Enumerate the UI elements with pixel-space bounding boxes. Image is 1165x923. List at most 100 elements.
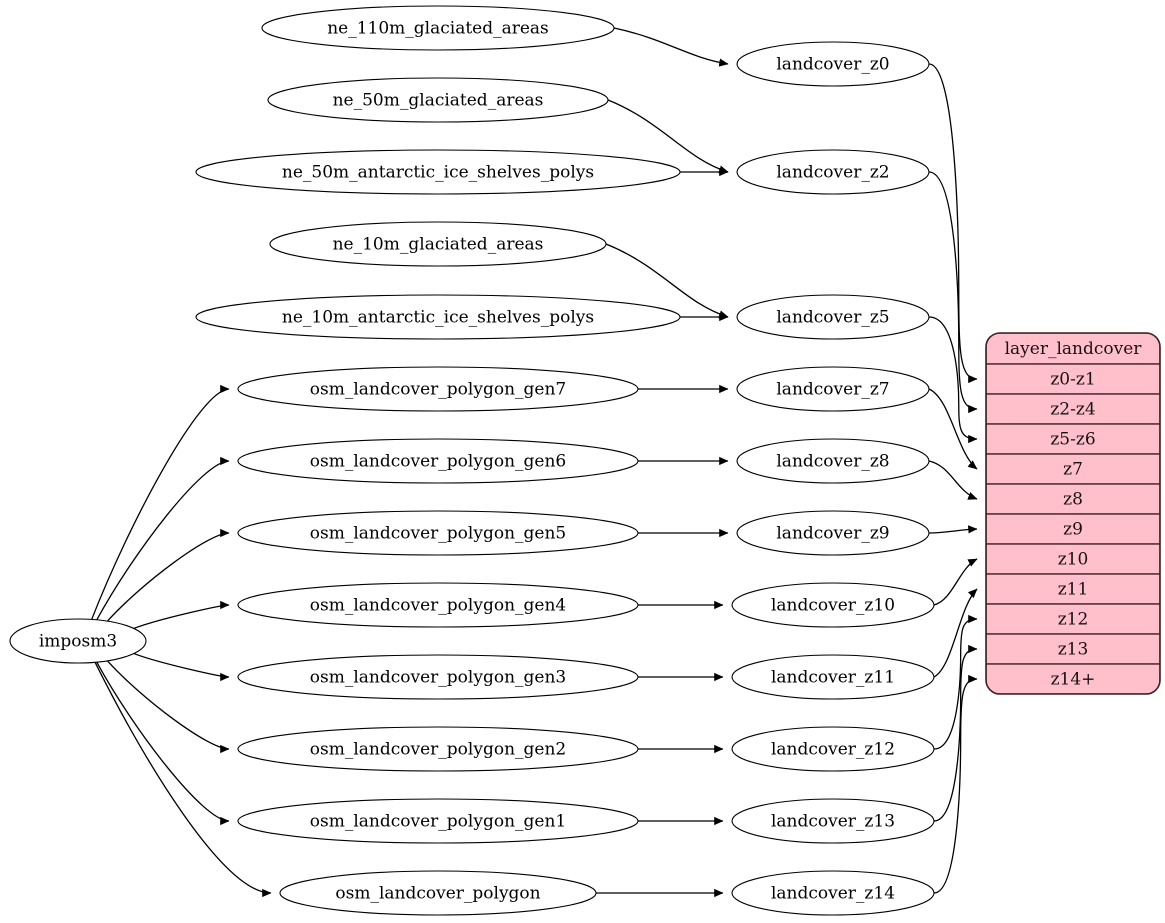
osm-table-ellipse	[237, 510, 639, 556]
node-landcover_z11[interactable]: landcover_z11	[731, 654, 935, 700]
edge-landcover_z9-to-layer_landcover_row_5	[928, 525, 978, 534]
node-osm_landcover_polygon_gen6[interactable]: osm_landcover_polygon_gen6	[237, 438, 639, 484]
table-row-z9[interactable]	[986, 513, 1160, 545]
node-label: landcover_z12	[771, 740, 895, 760]
node-osm_landcover_polygon_gen3[interactable]: osm_landcover_polygon_gen3	[237, 654, 639, 700]
landcover-ellipse	[736, 510, 930, 556]
edge-landcover_z2-to-layer_landcover_row_1	[928, 171, 978, 414]
edge-landcover_z8-to-layer_landcover_row_4	[928, 460, 978, 500]
node-landcover_z7[interactable]: landcover_z7	[736, 366, 930, 412]
node-osm_landcover_polygon_gen7[interactable]: osm_landcover_polygon_gen7	[237, 366, 639, 412]
edge-imposm3-to-osm_landcover_polygon_gen7	[91, 384, 230, 620]
table-row-z11[interactable]	[986, 573, 1160, 605]
edge-landcover_z11-to-layer_landcover_row_7	[933, 588, 978, 678]
table-row-z2-z4[interactable]	[986, 393, 1160, 425]
ne-source-ellipse	[195, 149, 681, 195]
node-label: landcover_z7	[776, 380, 889, 400]
node-label: landcover_z0	[776, 55, 889, 75]
table-row-label: z11	[1058, 580, 1089, 600]
edge-layer	[91, 27, 978, 898]
osm-table-ellipse	[237, 726, 639, 772]
node-landcover_z0[interactable]: landcover_z0	[736, 41, 930, 87]
osm-table-ellipse	[237, 654, 639, 700]
edge-landcover_z14-to-layer_landcover_row_10	[933, 674, 978, 894]
node-label: osm_landcover_polygon_gen7	[310, 380, 566, 400]
landcover-ellipse	[736, 41, 930, 87]
landcover-ellipse	[736, 149, 930, 195]
landcover-ellipse	[731, 870, 935, 916]
table-row-z10[interactable]	[986, 543, 1160, 575]
node-landcover_z5[interactable]: landcover_z5	[736, 294, 930, 340]
node-landcover_z9[interactable]: landcover_z9	[736, 510, 930, 556]
osm-table-ellipse	[237, 438, 639, 484]
landcover-ellipse	[736, 438, 930, 484]
node-label: imposm3	[39, 632, 117, 652]
node-osm_landcover_polygon_gen2[interactable]: osm_landcover_polygon_gen2	[237, 726, 639, 772]
node-ne_50m_antarctic_ice_shelves_polys[interactable]: ne_50m_antarctic_ice_shelves_polys	[195, 149, 681, 195]
ne-source-ellipse	[261, 5, 615, 51]
node-landcover_z14[interactable]: landcover_z14	[731, 870, 935, 916]
node-label: ne_50m_glaciated_areas	[333, 91, 544, 111]
edge-imposm3-to-osm_landcover_polygon_gen3	[133, 652, 230, 682]
ne-source-ellipse	[195, 294, 681, 340]
edge-ne_50m_glaciated_areas-to-landcover_z2	[607, 99, 729, 174]
table-row-z0-z1[interactable]	[986, 363, 1160, 395]
landcover-ellipse	[736, 366, 930, 412]
landcover-ellipse	[731, 798, 935, 844]
node-label: osm_landcover_polygon_gen2	[310, 740, 566, 760]
node-label: osm_landcover_polygon	[335, 884, 540, 904]
layer-landcover-table: layer_landcoverz0-z1z2-z4z5-z6z7z8z9z10z…	[985, 332, 1161, 695]
edge-landcover_z10-to-layer_landcover_row_6	[933, 558, 978, 606]
node-ne_110m_glaciated_areas[interactable]: ne_110m_glaciated_areas	[261, 5, 615, 51]
node-osm_landcover_polygon_gen5[interactable]: osm_landcover_polygon_gen5	[237, 510, 639, 556]
node-label: osm_landcover_polygon_gen1	[310, 812, 566, 832]
ne-source-ellipse	[269, 221, 607, 267]
table-row-label: z13	[1058, 640, 1089, 660]
table-row-label: z2-z4	[1050, 400, 1095, 420]
table-row-z14+[interactable]	[986, 663, 1160, 694]
node-label: ne_10m_antarctic_ice_shelves_polys	[282, 308, 594, 328]
node-ne_10m_antarctic_ice_shelves_polys[interactable]: ne_10m_antarctic_ice_shelves_polys	[195, 294, 681, 340]
edge-landcover_z13-to-layer_landcover_row_9	[933, 644, 978, 822]
table-outline	[985, 332, 1161, 695]
node-landcover_z10[interactable]: landcover_z10	[731, 582, 935, 628]
table-row-z13[interactable]	[986, 633, 1160, 665]
table-row-label: z0-z1	[1050, 370, 1095, 390]
node-label: ne_110m_glaciated_areas	[327, 19, 549, 39]
landcover-ellipse	[736, 294, 930, 340]
node-ne_50m_glaciated_areas[interactable]: ne_50m_glaciated_areas	[267, 77, 609, 123]
node-label: landcover_z10	[771, 596, 895, 616]
node-label: ne_50m_antarctic_ice_shelves_polys	[282, 163, 594, 183]
node-osm_landcover_polygon_gen1[interactable]: osm_landcover_polygon_gen1	[237, 798, 639, 844]
landcover-ellipse	[731, 582, 935, 628]
node-landcover_z8[interactable]: landcover_z8	[736, 438, 930, 484]
edge-imposm3-to-osm_landcover_polygon_gen6	[96, 456, 230, 621]
edge-ne_10m_glaciated_areas-to-landcover_z5	[605, 243, 729, 319]
node-ne_10m_glaciated_areas[interactable]: ne_10m_glaciated_areas	[269, 221, 607, 267]
table-header-label: layer_landcover	[1005, 339, 1143, 359]
edge-landcover_z7-to-layer_landcover_row_3	[928, 388, 978, 470]
node-osm_landcover_polygon_gen4[interactable]: osm_landcover_polygon_gen4	[237, 582, 639, 628]
node-landcover_z13[interactable]: landcover_z13	[731, 798, 935, 844]
table-row-label: z14+	[1051, 670, 1096, 690]
node-label: landcover_z8	[776, 452, 889, 472]
node-landcover_z12[interactable]: landcover_z12	[731, 726, 935, 772]
node-landcover_z2[interactable]: landcover_z2	[736, 149, 930, 195]
edge-imposm3-to-osm_landcover_polygon_gen5	[106, 528, 230, 622]
ne-source-ellipse	[267, 77, 609, 123]
edge-landcover_z0-to-layer_landcover_row_0	[928, 63, 978, 384]
edge-landcover_z5-to-layer_landcover_row_2	[928, 316, 978, 444]
landcover-ellipse	[731, 726, 935, 772]
node-label: osm_landcover_polygon_gen5	[310, 524, 566, 544]
table-row-label: z9	[1063, 520, 1083, 540]
node-imposm3[interactable]: imposm3	[9, 618, 147, 664]
table-row-label: z5-z6	[1050, 430, 1095, 450]
table-row-label: z8	[1063, 490, 1083, 510]
edge-imposm3-to-osm_landcover_polygon_gen4	[133, 600, 230, 630]
node-label: osm_landcover_polygon_gen3	[310, 668, 566, 688]
edge-imposm3-to-osm_landcover_polygon_gen1	[96, 661, 230, 826]
node-osm_landcover_polygon[interactable]: osm_landcover_polygon	[279, 870, 597, 916]
edge-ne_110m_glaciated_areas-to-landcover_z0	[613, 27, 729, 67]
